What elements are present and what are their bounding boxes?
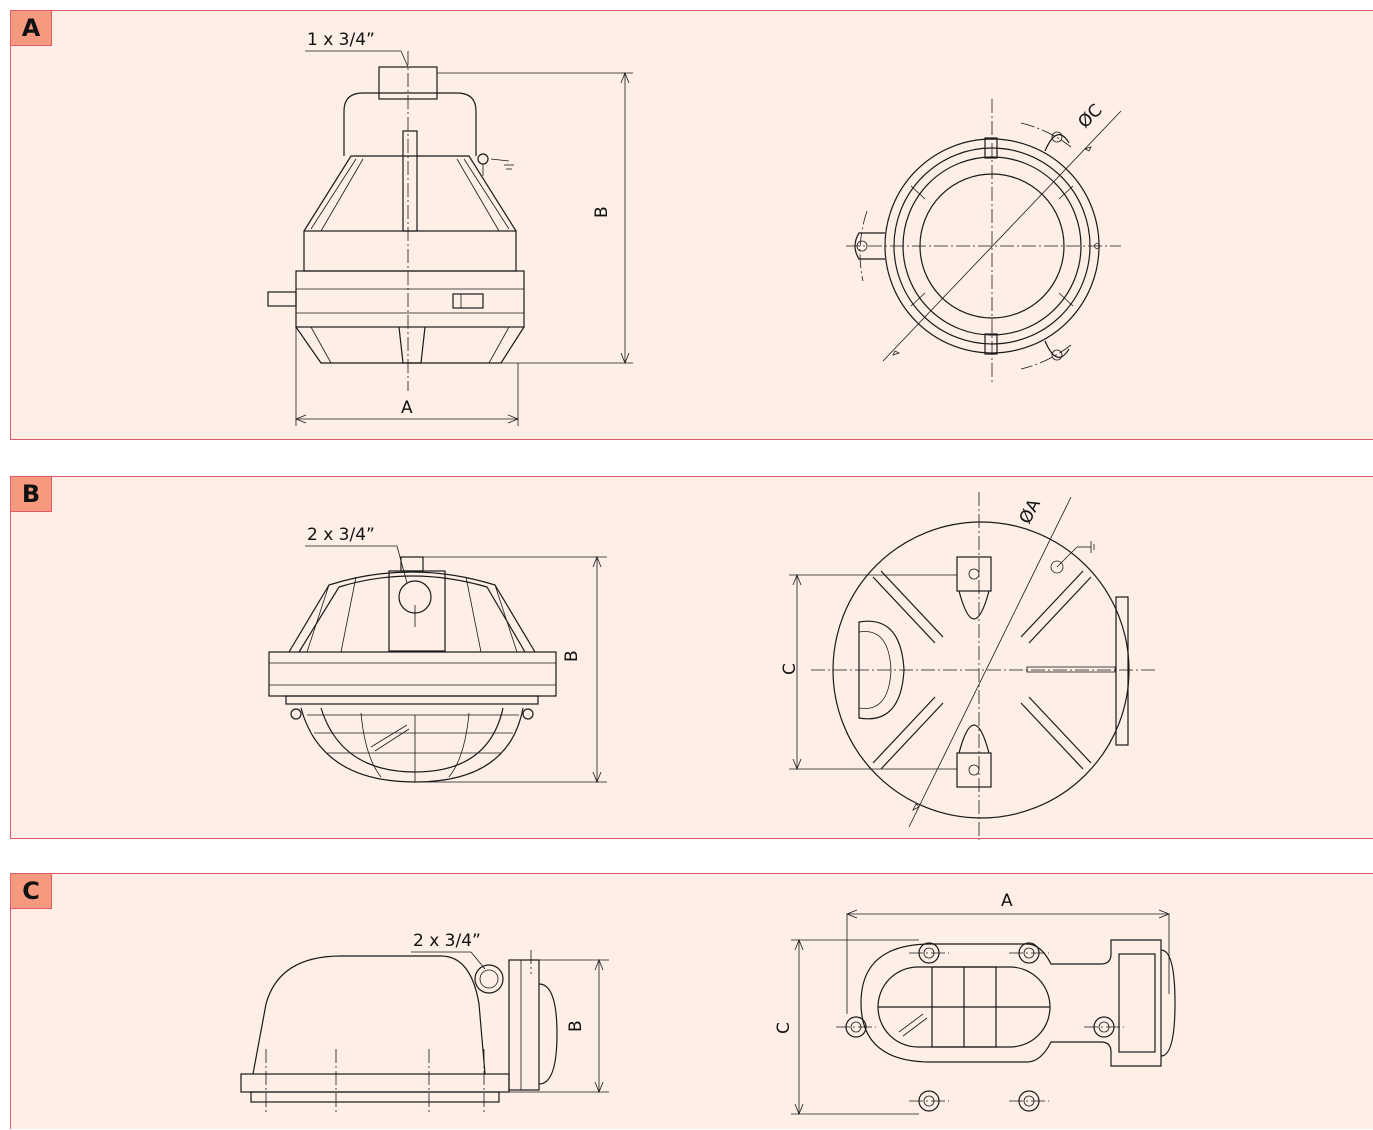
panel-a: A	[10, 10, 1373, 440]
fixture-c-dim-c: C	[774, 1022, 794, 1034]
panel-c-drawing: 2 x 3/4” B	[240, 891, 1176, 1116]
fixture-b-top-view: ØA C	[780, 492, 1156, 840]
panel-b-badge: B	[11, 477, 52, 512]
fixture-c-dim-a: A	[1001, 891, 1013, 911]
panel-c: C 2 x 3/4” B	[10, 873, 1373, 1129]
fixture-c-dim-b: B	[566, 1020, 586, 1032]
panel-b: B 2	[10, 476, 1373, 840]
fixture-b-dim-a: ØA	[1016, 496, 1045, 528]
fixture-c-top-view: A C	[774, 891, 1176, 1116]
fixture-a-side-view: 1 x 3/4” B A	[267, 30, 633, 426]
fixture-b-dim-b: B	[562, 650, 582, 662]
fixture-a-dim-b: B	[592, 206, 612, 218]
fixture-a-dim-c: ØC	[1074, 101, 1106, 133]
fixture-a-dim-a: A	[401, 398, 413, 418]
fixture-b-side-view: 2 x 3/4” B	[268, 525, 607, 784]
fixture-c-thread-label: 2 x 3/4”	[413, 931, 481, 951]
fixture-a-top-view: ØC	[846, 99, 1122, 383]
panel-a-badge: A	[11, 11, 52, 46]
fixture-b-dim-c: C	[780, 663, 800, 675]
fixture-c-side-view: 2 x 3/4” B	[240, 931, 609, 1114]
fixture-b-thread-label: 2 x 3/4”	[307, 525, 375, 545]
panel-a-drawing: 1 x 3/4” B A	[267, 30, 1122, 426]
fixture-a-thread-label: 1 x 3/4”	[307, 30, 375, 50]
panel-b-drawing: 2 x 3/4” B	[268, 492, 1156, 840]
panel-c-badge: C	[11, 874, 52, 909]
